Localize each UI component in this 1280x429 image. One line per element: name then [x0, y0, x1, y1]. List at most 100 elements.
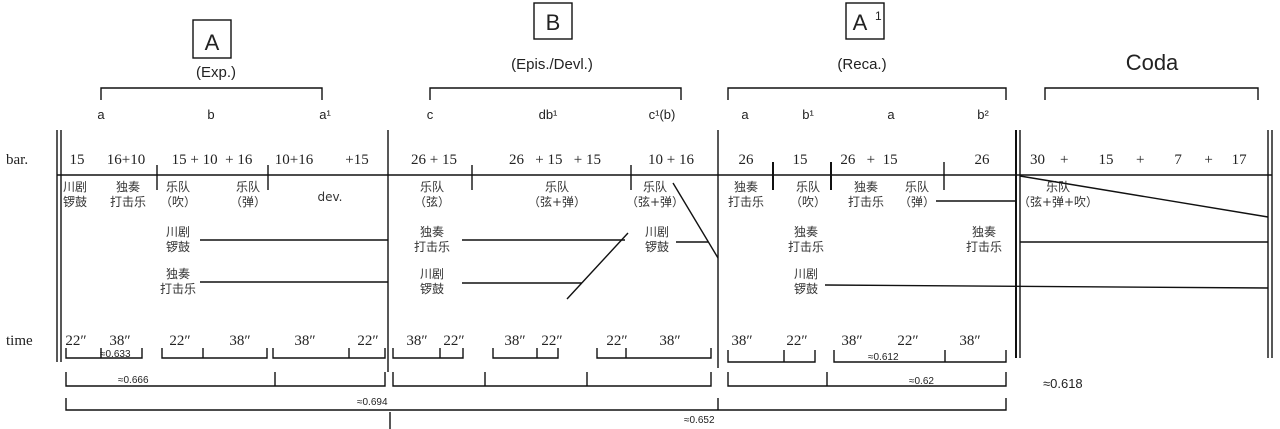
instrument-label: 打击乐 [414, 240, 450, 254]
bar-count: 15 [793, 152, 808, 168]
instrument-label: 乐队 [236, 179, 260, 194]
ratio-label: ≈0.694 [357, 397, 388, 408]
time-row-label: time [6, 333, 33, 349]
instrument-label: （弦+弹+吹） [1018, 194, 1098, 209]
ratio-labels: ≈0.633 ≈0.666 ≈0.612 ≈0.62 ≈0.694 ≈0.652… [100, 349, 1083, 426]
bar-count: 26 + 15 [411, 152, 457, 168]
bar-count: 15 + 10 + 16 [172, 152, 253, 168]
instrument-label: （弦） [414, 194, 450, 209]
bar-count: 26 [975, 152, 991, 168]
subsection-label: a [741, 107, 749, 122]
subsection-label: b [207, 107, 214, 122]
subsection-label: b² [977, 107, 989, 122]
ratio-label: ≈0.62 [909, 376, 934, 387]
time-value: 38″ [841, 333, 862, 349]
ratio-label: ≈0.652 [684, 415, 715, 426]
time-value: 38″ [731, 333, 752, 349]
ratio-label: ≈0.666 [118, 375, 149, 386]
ratio-label: ≈0.618 [1043, 376, 1083, 391]
time-value: 22″ [443, 333, 464, 349]
bar-count: 26 + 15 + 15 [509, 152, 601, 168]
bar-count: 16+10 [107, 152, 145, 168]
instrument-label: 独奏 [116, 180, 140, 194]
section-box [192, 19, 232, 59]
proportion-brackets [65, 348, 1007, 429]
section-bracket [429, 87, 682, 100]
section-coda-title: Coda [1126, 50, 1179, 75]
instrument-label: 锣鼓 [794, 282, 818, 296]
instrument-label: 锣鼓 [63, 195, 87, 209]
bar-count: 10+16 [275, 152, 314, 168]
time-value: 22″ [169, 333, 190, 349]
section-bracket [1044, 87, 1259, 100]
section-letter: A [205, 30, 220, 55]
subsection-label: b¹ [802, 107, 814, 122]
subsection-label: a [97, 107, 105, 122]
instrument-label: 川剧 [794, 267, 818, 281]
time-value: 22″ [606, 333, 627, 349]
section-b-header: B (Epis./Devl.) [511, 2, 593, 73]
bar-count: 10 + 16 [648, 152, 694, 168]
subsection-labels: a b a¹ c db¹ c¹(b) a b¹ a b² [97, 107, 989, 122]
instrument-label: （吹） [160, 195, 196, 209]
subsection-label: db¹ [539, 107, 558, 122]
time-value: 38″ [294, 333, 315, 349]
bar-count: 15 [70, 152, 85, 168]
instrument-label: 打击乐 [788, 240, 824, 254]
instrument-label: 川剧 [420, 267, 444, 281]
section-letter: B [546, 10, 561, 35]
section-name: (Epis./Devl.) [511, 56, 593, 73]
instrument-label: 独奏 [166, 267, 190, 281]
instrument-label: 打击乐 [110, 195, 146, 209]
time-value: 22″ [541, 333, 562, 349]
bar-count: 30 + 15 + 7 + 17 [1030, 152, 1247, 168]
instrument-label: 打击乐 [160, 282, 196, 296]
instrument-label: 打击乐 [848, 195, 884, 209]
instrument-label: 乐队 [643, 179, 667, 194]
instrument-label: 打击乐 [966, 240, 1002, 254]
time-value: 22″ [357, 333, 378, 349]
instrument-label: dev. [318, 190, 343, 204]
bar-count: 26 + 15 [840, 152, 897, 168]
instrument-label: 锣鼓 [166, 240, 190, 254]
time-values: 22″38″22″38″38″22″38″22″38″22″22″38″38″2… [65, 333, 980, 349]
time-value: 38″ [959, 333, 980, 349]
time-value: 38″ [406, 333, 427, 349]
instrument-label: 乐队 [420, 179, 444, 194]
time-value: 38″ [504, 333, 525, 349]
instrument-label: 川剧 [166, 225, 190, 239]
subsection-label: a [887, 107, 895, 122]
instrument-label: 打击乐 [728, 195, 764, 209]
instrument-label: 乐队 [166, 179, 190, 194]
time-value: 38″ [109, 333, 130, 349]
instrument-label: 独奏 [854, 180, 878, 194]
instrument-label: （弹） [899, 195, 935, 209]
instrument-label: （弦+弹） [528, 194, 586, 209]
instrument-label: （弦+弹） [626, 194, 684, 209]
section-bracket [727, 87, 1007, 100]
subsection-label: c [427, 107, 434, 122]
time-value: 22″ [65, 333, 86, 349]
instrument-label: （弹） [230, 195, 266, 209]
ratio-label: ≈0.612 [868, 352, 899, 363]
section-bracket [100, 87, 323, 100]
instrument-label: 川剧 [645, 225, 669, 239]
section-box [845, 2, 885, 40]
instrument-label: 锣鼓 [645, 240, 669, 254]
instrument-label: 锣鼓 [420, 282, 444, 296]
section-box [533, 2, 573, 40]
subsection-label: a¹ [319, 107, 331, 122]
time-value: 38″ [659, 333, 680, 349]
instrument-label: 独奏 [734, 180, 758, 194]
instrument-label: 川剧 [63, 180, 87, 194]
section-superscript: 1 [875, 9, 882, 23]
instrument-label: 独奏 [420, 225, 444, 239]
instrument-labels: 川剧锣鼓独奏打击乐乐队（吹）乐队（弹）dev.乐队（弦）乐队（弦+弹）乐队（弦+… [63, 179, 1098, 296]
instrument-label: 乐队 [545, 179, 569, 194]
instrument-label: （吹） [790, 195, 826, 209]
section-letter: A [853, 10, 868, 35]
bar-counts: 15 16+10 15 + 10 + 16 10+16 +15 26 + 15 … [70, 152, 1248, 168]
continuation-lines [200, 175, 1269, 300]
section-a1-header: A 1 (Reca.) [837, 2, 887, 73]
